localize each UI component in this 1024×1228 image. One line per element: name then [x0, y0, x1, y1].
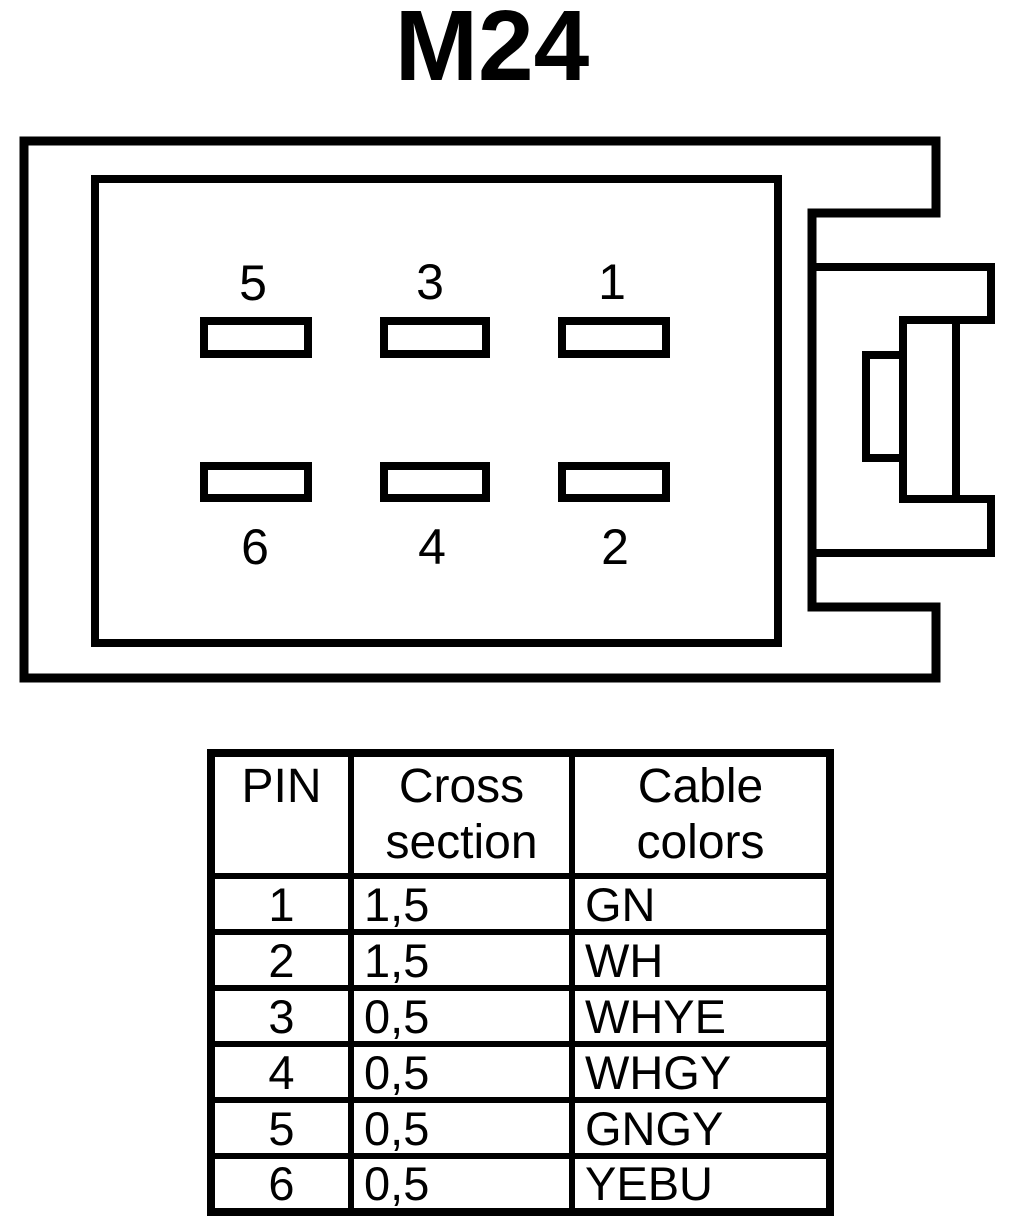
table-row: 3 0,5 WHYE	[208, 985, 833, 1047]
pinout-table-body: 1 1,5 GN 2 1,5 WH 3 0,5 WHYE 4 0,5 WHGY …	[208, 873, 833, 1215]
cell-cable-color: GNGY	[569, 1097, 833, 1159]
connector-latch-inner-rect	[862, 351, 907, 462]
cell-pin: 3	[208, 985, 354, 1047]
pin-slot-1	[558, 317, 670, 358]
cell-cable-color: YEBU	[569, 1153, 833, 1215]
table-row: 4 0,5 WHGY	[208, 1041, 833, 1103]
pin-slot-2	[558, 462, 670, 502]
pin-slot-4	[380, 462, 490, 502]
connector-diagram: 5 3 1 6 4 2	[19, 136, 995, 683]
header-cell-cross-section: Cross section	[348, 750, 575, 879]
cell-pin: 6	[208, 1153, 354, 1215]
pin-label-1: 1	[598, 254, 626, 310]
cell-cable-color: GN	[569, 873, 833, 935]
cell-cable-color: WH	[569, 929, 833, 991]
header-row: PIN Cross section Cable colors	[208, 750, 833, 879]
cell-pin: 1	[208, 873, 354, 935]
cell-cross-section: 0,5	[348, 1097, 575, 1159]
cell-cross-section: 1,5	[348, 873, 575, 935]
pin-label-2: 2	[601, 519, 629, 575]
connector-title: M24	[394, 0, 590, 102]
cell-pin: 5	[208, 1097, 354, 1159]
pin-slot-5	[200, 317, 312, 358]
pin-label-5: 5	[239, 255, 267, 311]
pin-label-3: 3	[416, 254, 444, 310]
cell-cross-section: 0,5	[348, 985, 575, 1047]
pin-label-6: 6	[241, 519, 269, 575]
pin-label-4: 4	[418, 519, 446, 575]
table-row: 2 1,5 WH	[208, 929, 833, 991]
cell-pin: 4	[208, 1041, 354, 1103]
header-cell-cable-colors: Cable colors	[569, 750, 833, 879]
connector-latch-outer-rect	[899, 316, 960, 503]
pinout-table-header: PIN Cross section Cable colors	[208, 750, 833, 879]
table-row: 6 0,5 YEBU	[208, 1153, 833, 1215]
connector-inner-opening	[91, 175, 782, 647]
cell-cross-section: 0,5	[348, 1153, 575, 1215]
cell-cross-section: 0,5	[348, 1041, 575, 1103]
cell-cross-section: 1,5	[348, 929, 575, 991]
cell-pin: 2	[208, 929, 354, 991]
pin-slot-3	[380, 317, 490, 358]
cell-cable-color: WHGY	[569, 1041, 833, 1103]
cell-cable-color: WHYE	[569, 985, 833, 1047]
pinout-table: PIN Cross section Cable colors 1 1,5 GN …	[207, 749, 834, 1216]
pin-slot-6	[200, 462, 312, 502]
table-row: 1 1,5 GN	[208, 873, 833, 935]
table-row: 5 0,5 GNGY	[208, 1097, 833, 1159]
header-cell-pin: PIN	[208, 750, 354, 879]
